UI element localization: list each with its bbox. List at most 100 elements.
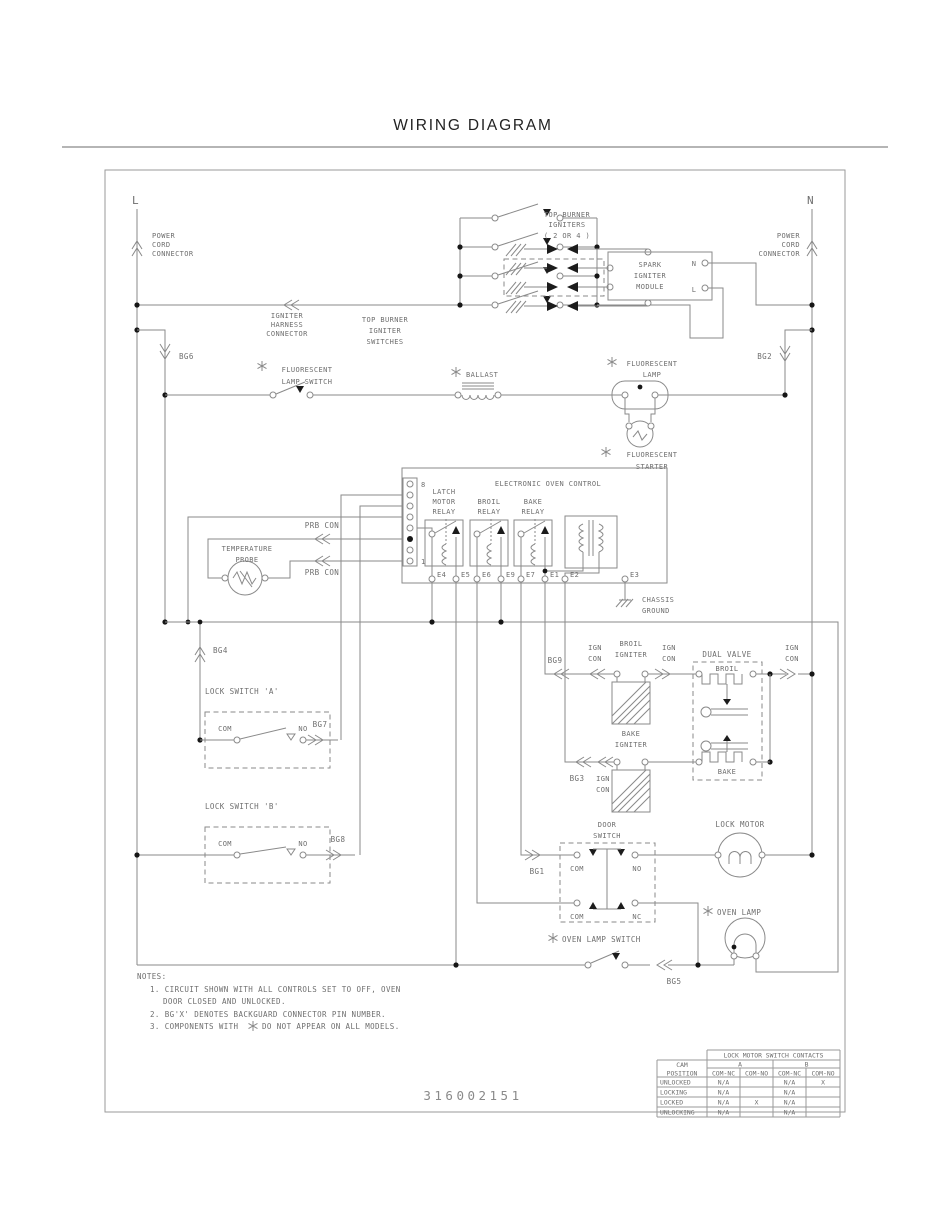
door-switch: DOOR SWITCH BG1 COM NO COM NC: [524, 821, 718, 965]
bg3-label: BG3: [570, 774, 585, 783]
bg6-branch: BG6: [137, 329, 193, 625]
lock-switch-a-label: LOCK SWITCH 'A': [205, 687, 279, 696]
burner-switch: [460, 232, 597, 251]
e3-label: E3: [630, 571, 639, 579]
svg-text:N/A: N/A: [718, 1109, 730, 1117]
note-line: DOOR CLOSED AND UNLOCKED.: [163, 997, 286, 1006]
bg1-label: BG1: [530, 867, 545, 876]
temperature-probe: PRB CON PRB CON TEMPERATURE PROBE: [207, 521, 403, 596]
power-cord-label: POWER: [777, 232, 800, 240]
broil-igniter-element: [611, 681, 651, 725]
asterisk-icon: [248, 1020, 258, 1032]
igniters-dashed-box: [503, 258, 605, 297]
transformer: [542, 515, 618, 576]
broil-valve-label: BROIL: [715, 665, 738, 673]
nc-label: NC: [632, 913, 641, 921]
fluorescent-lamp-switch-label: FLUORESCENT: [282, 366, 333, 374]
table-row: UNLOCKING N/A N/A: [660, 1109, 795, 1117]
top-burner-igniters: TOP BURNER IGNITERS ( 2 OR 4 ): [503, 211, 652, 314]
n-terminal-label: N: [807, 194, 814, 207]
note-line: 2. BG'X' DENOTES BACKGUARD CONNECTOR PIN…: [150, 1010, 386, 1019]
bg5-label: BG5: [667, 977, 682, 986]
lock-motor-label: LOCK MOTOR: [715, 820, 764, 829]
bg4-branch: BG4: [194, 619, 228, 743]
table-row: LOCKING N/A N/A: [660, 1089, 795, 1097]
com-label: COM: [218, 840, 232, 848]
eoc-title: ELECTRONIC OVEN CONTROL: [495, 480, 601, 488]
e9-label: E9: [506, 571, 515, 579]
chassis-ground-label: CHASSIS: [642, 596, 674, 604]
eoc-pin-connector: [402, 477, 418, 567]
asterisk-icon: [601, 446, 611, 458]
svg-text:UNLOCKED: UNLOCKED: [660, 1079, 691, 1087]
svg-text:X: X: [821, 1079, 825, 1087]
svg-text:N/A: N/A: [718, 1089, 730, 1097]
fluorescent-lamp-label: FLUORESCENT: [627, 360, 678, 368]
latch-relay-label: RELAY: [432, 508, 455, 516]
svg-text:LOCKED: LOCKED: [660, 1099, 683, 1107]
svg-text:LOCKING: LOCKING: [660, 1089, 687, 1097]
fluorescent-starter-label: STARTER: [636, 463, 669, 471]
igniter-harness-row: IGNITER HARNESS CONNECTOR: [134, 299, 460, 338]
broil-relay-label: RELAY: [477, 508, 500, 516]
prb-con-label: PRB CON: [305, 521, 339, 530]
bg4-label: BG4: [213, 646, 228, 655]
latch-relay-label: MOTOR: [432, 498, 455, 506]
bake-igniter-row: BG3 IGN CON BAKE IGNITER: [570, 730, 696, 813]
igniter-harness-label: IGNITER: [271, 312, 304, 320]
com-label: COM: [570, 865, 584, 873]
ign-con-label: CON: [785, 655, 799, 663]
power-cord-label: CONNECTOR: [152, 250, 194, 258]
com-nc-header: COM-NC: [712, 1070, 735, 1078]
top-burner-igniter-switches: TOP BURNER IGNITER SWITCHES: [362, 203, 724, 346]
spark-gap: [505, 299, 652, 314]
burner-switches-label: SWITCHES: [367, 338, 404, 346]
spark-module-label: MODULE: [636, 283, 664, 291]
svg-text:N/A: N/A: [784, 1109, 796, 1117]
latch-motor-relay: [424, 519, 464, 576]
part-number: 316002151: [423, 1088, 522, 1103]
asterisk-icon: [607, 356, 617, 368]
com-label: COM: [218, 725, 232, 733]
electronic-oven-control: ELECTRONIC OVEN CONTROL 8 1 LATCH MOTOR …: [401, 467, 668, 584]
broil-igniter-label: IGNITER: [615, 651, 648, 659]
ign-con-label: IGN: [662, 644, 676, 652]
no-label: NO: [298, 840, 307, 848]
power-cord-label: CONNECTOR: [758, 250, 800, 258]
lock-switch-b: LOCK SWITCH 'B' COM NO BG8: [134, 802, 355, 884]
notes: NOTES: 1. CIRCUIT SHOWN WITH ALL CONTROL…: [137, 972, 400, 1032]
fluorescent-lamp: FLUORESCENT LAMP: [607, 356, 785, 410]
door-switch-label: SWITCH: [593, 832, 621, 840]
burner-switches-label: TOP BURNER: [362, 316, 409, 324]
svg-text:N/A: N/A: [784, 1079, 796, 1087]
com-nc-header: COM-NC: [778, 1070, 801, 1078]
table-row: UNLOCKED N/A N/A X: [660, 1079, 825, 1087]
lock-motor-contacts-table: LOCK MOTOR SWITCH CONTACTS CAM POSITION …: [656, 1049, 841, 1118]
asterisk-icon: [451, 366, 461, 378]
broil-relay: [469, 519, 509, 576]
mid-rail: [165, 582, 839, 973]
burner-switch: [460, 290, 597, 309]
e1-label: E1: [550, 571, 559, 579]
pin-1-label: 1: [421, 558, 426, 566]
ballast-label: BALLAST: [466, 371, 499, 379]
bg8-label: BG8: [331, 835, 346, 844]
table-row: LOCKED N/A X N/A: [660, 1099, 795, 1107]
svg-text:X: X: [755, 1099, 759, 1107]
temperature-probe-label: PROBE: [235, 556, 258, 564]
group-a-header: A: [738, 1061, 742, 1069]
page-title: WIRING DIAGRAM: [393, 117, 553, 134]
bg2-branch: BG2: [757, 329, 812, 398]
cam-position-header: POSITION: [667, 1070, 698, 1078]
prb-con-label: PRB CON: [305, 568, 339, 577]
asterisk-icon: [548, 932, 558, 944]
spark-module-label: IGNITER: [634, 272, 667, 280]
fluorescent-starter: FLUORESCENT STARTER: [601, 398, 677, 471]
svg-text:UNLOCKING: UNLOCKING: [660, 1109, 695, 1117]
note-line: 3. COMPONENTS WITH: [150, 1022, 239, 1031]
l-terminal-label: L: [132, 194, 139, 207]
asterisk-icon: [257, 360, 267, 372]
notes-heading: NOTES:: [137, 972, 167, 981]
module-l-label: L: [692, 286, 697, 294]
